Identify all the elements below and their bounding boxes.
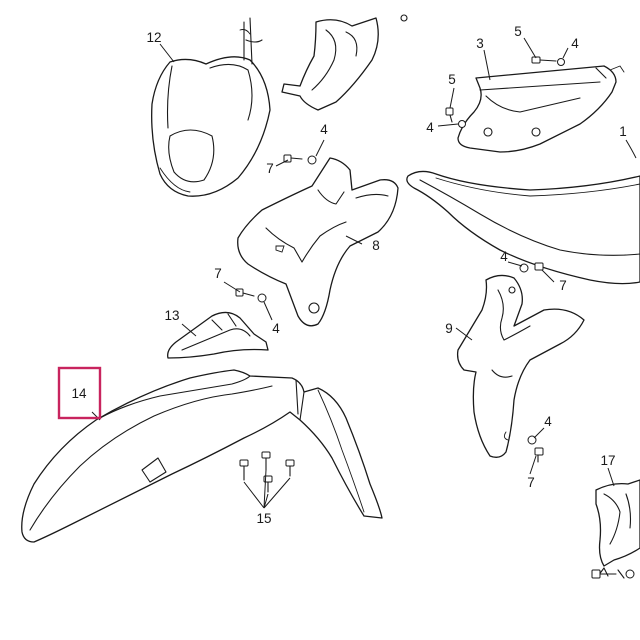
callout-13: 13	[164, 308, 179, 323]
callout-4-lower: 4	[544, 414, 552, 429]
callout-labels: 12 3 5 4 5 4 1 4 7 8 7 4 13 4 7 9 4 7 15…	[146, 24, 626, 526]
fender-bracket-part[interactable]	[167, 311, 269, 359]
screw-7-upper[interactable]	[283, 154, 317, 165]
highlight-box	[57, 366, 102, 420]
callout-7-middle: 7	[214, 266, 222, 281]
seat-part[interactable]	[406, 170, 640, 285]
callout-8: 8	[372, 238, 380, 253]
cover-plate-part[interactable]	[591, 479, 640, 579]
callout-4-top: 4	[571, 36, 579, 51]
top-fork-guard-part[interactable]	[239, 17, 263, 65]
screw-5-top[interactable]	[531, 56, 565, 66]
right-radiator-shroud-part[interactable]	[456, 274, 585, 458]
screws-15-group[interactable]	[239, 451, 295, 493]
callout-17: 17	[600, 453, 615, 468]
screw-7-lower[interactable]	[527, 435, 544, 463]
screw-7-right[interactable]	[519, 262, 544, 273]
screw-5-left[interactable]	[445, 107, 466, 128]
callout-4-upper: 4	[320, 122, 328, 137]
callout-4-middle: 4	[272, 321, 280, 336]
callout-15: 15	[256, 511, 271, 526]
callout-5-top: 5	[514, 24, 522, 39]
screw-15a	[239, 459, 249, 481]
callout-1: 1	[619, 124, 627, 139]
leader-lines	[91, 37, 637, 509]
callout-3: 3	[476, 36, 484, 51]
screw-15c	[263, 475, 273, 493]
front-fender-part[interactable]	[21, 369, 383, 543]
callout-9: 9	[445, 321, 453, 336]
callout-4-right: 4	[500, 249, 508, 264]
side-panel-part[interactable]	[457, 65, 625, 153]
callout-12: 12	[146, 30, 161, 45]
left-radiator-shroud-part[interactable]	[237, 157, 399, 327]
callout-14: 14	[71, 386, 87, 401]
headlight-mask-part[interactable]	[151, 56, 271, 197]
callout-5-left: 5	[448, 72, 456, 87]
callout-7-lower: 7	[527, 475, 535, 490]
callout-4-left: 4	[426, 120, 434, 135]
screw-15b	[261, 451, 271, 471]
callout-7-upper: 7	[266, 161, 274, 176]
screw-7-middle[interactable]	[235, 288, 267, 303]
callout-7-right: 7	[559, 278, 567, 293]
highlight-part-14[interactable]: 14	[57, 366, 102, 420]
top-bracket-part[interactable]	[281, 14, 408, 111]
screw-15d	[285, 459, 295, 477]
